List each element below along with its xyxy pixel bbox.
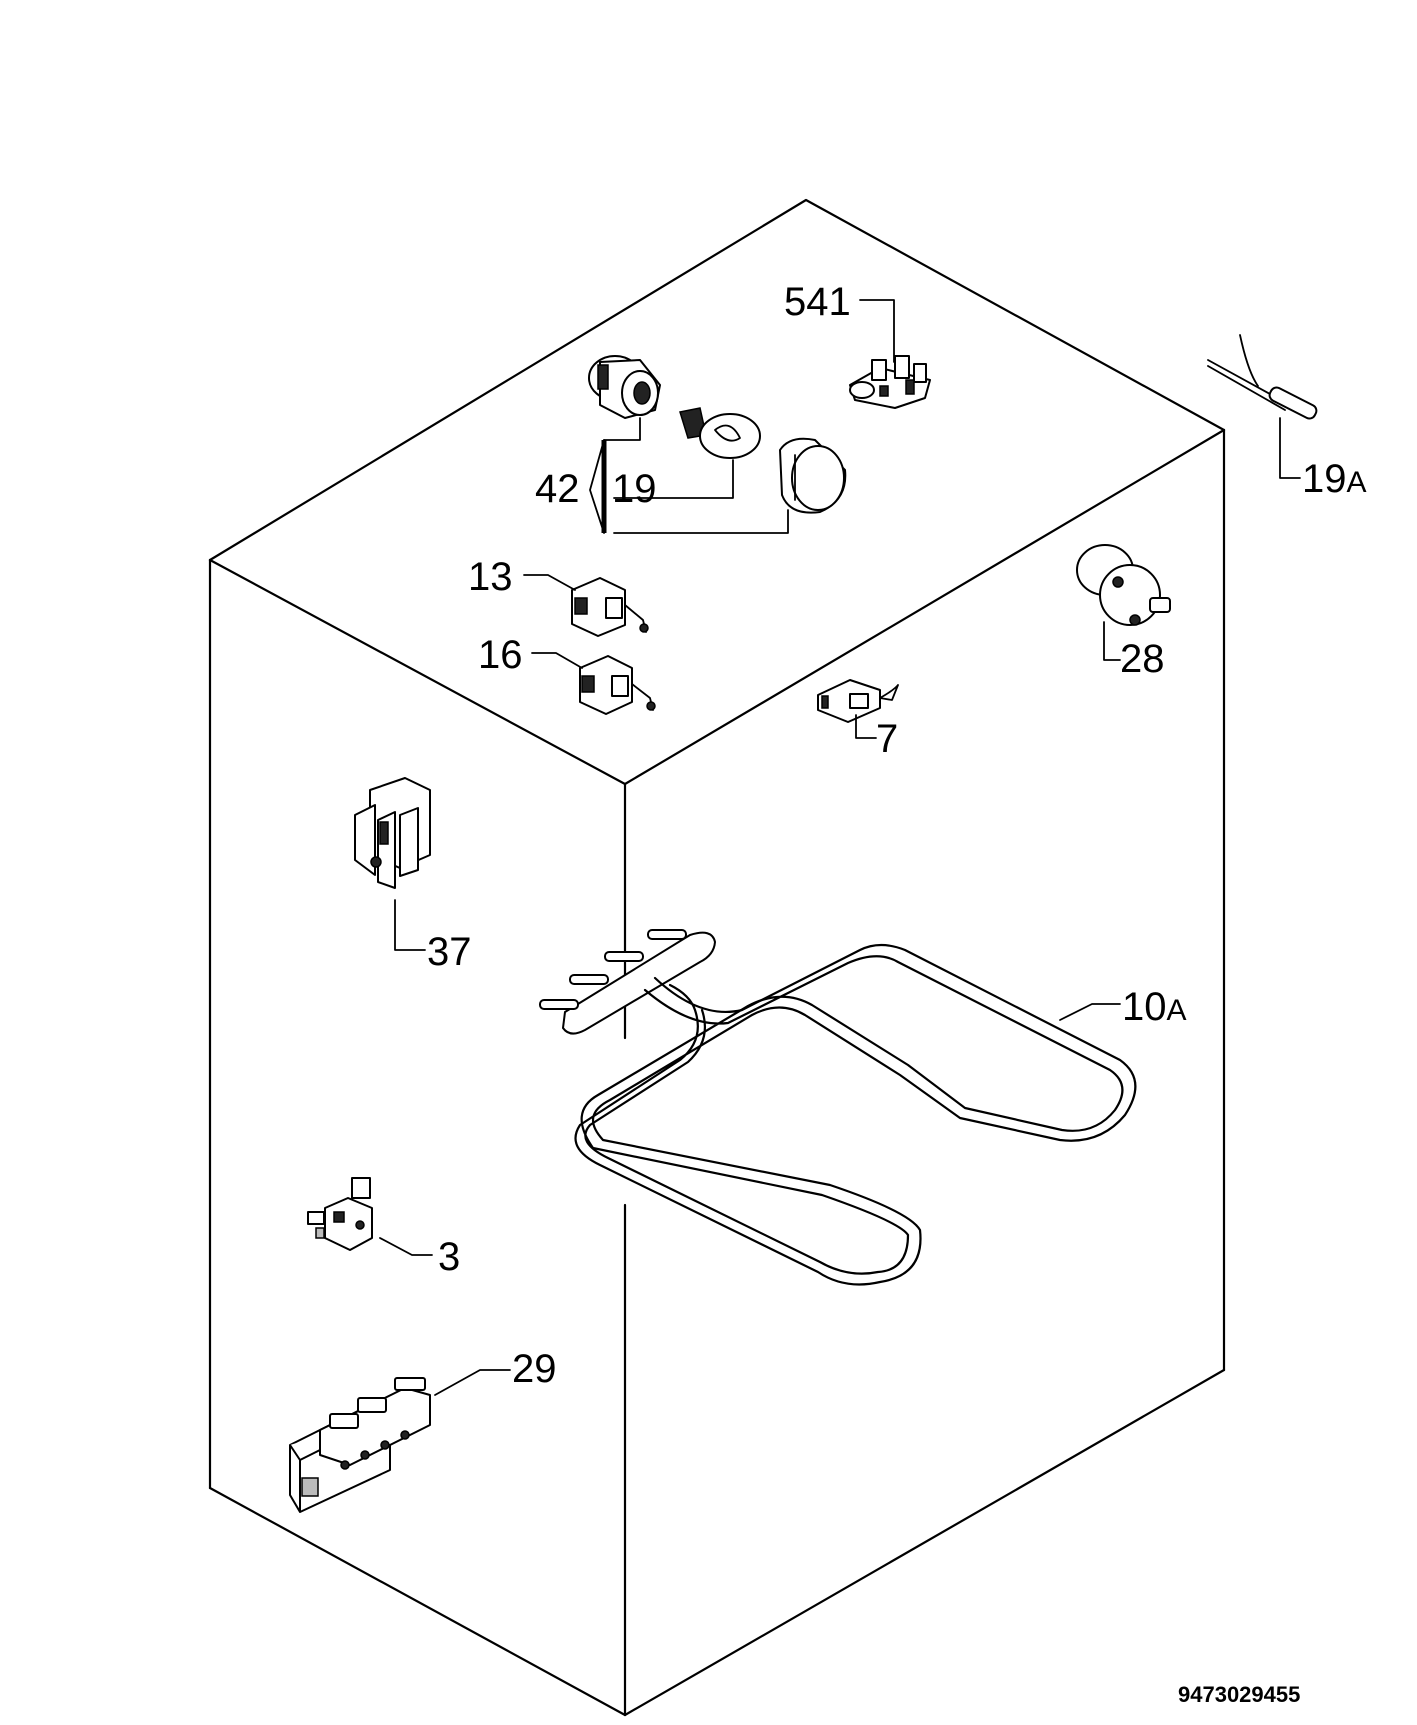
thermostat-part-28	[1076, 544, 1171, 626]
lamp-bulb-part-19	[679, 407, 761, 459]
leader-16	[531, 652, 583, 669]
switch-part-13	[571, 577, 649, 637]
label-10a: 10A	[1122, 985, 1187, 1029]
sensor-probe-part-19a	[1207, 334, 1318, 420]
leader-7	[855, 714, 877, 739]
lamp-cover-part-42	[779, 437, 847, 514]
relay-part-37	[354, 777, 431, 889]
door-switch-part-7	[817, 679, 899, 723]
label-3: 3	[438, 1235, 460, 1279]
terminal-block-part-541	[849, 355, 931, 409]
label-13: 13	[468, 555, 513, 599]
diagram-reference-code: 9473029455	[1178, 1682, 1300, 1707]
lamp-holder-part-42	[588, 355, 661, 419]
leader-28	[1103, 621, 1121, 661]
leader-19a	[1279, 417, 1301, 479]
connector-part-3	[307, 1177, 373, 1251]
oven-cabinet-outline	[208, 198, 1226, 1717]
leader-3	[379, 1237, 433, 1256]
label-16: 16	[478, 633, 523, 677]
heating-element-part-10a	[539, 929, 1137, 1286]
leader-541	[859, 299, 895, 363]
label-28: 28	[1120, 637, 1165, 681]
label-7: 7	[876, 717, 898, 761]
switch-part-16	[579, 655, 656, 715]
leader-13	[523, 574, 576, 591]
label-19a: 19A	[1302, 457, 1367, 501]
spark-generator-part-29	[289, 1377, 431, 1513]
label-29: 29	[512, 1347, 557, 1391]
label-541: 541	[784, 280, 851, 324]
leader-10a	[1059, 1003, 1121, 1021]
bracket-42	[589, 417, 789, 534]
label-42: 42	[535, 467, 580, 511]
label-19: 19	[612, 467, 657, 511]
label-37: 37	[427, 930, 472, 974]
leader-37	[394, 899, 426, 951]
leader-29	[434, 1369, 511, 1396]
